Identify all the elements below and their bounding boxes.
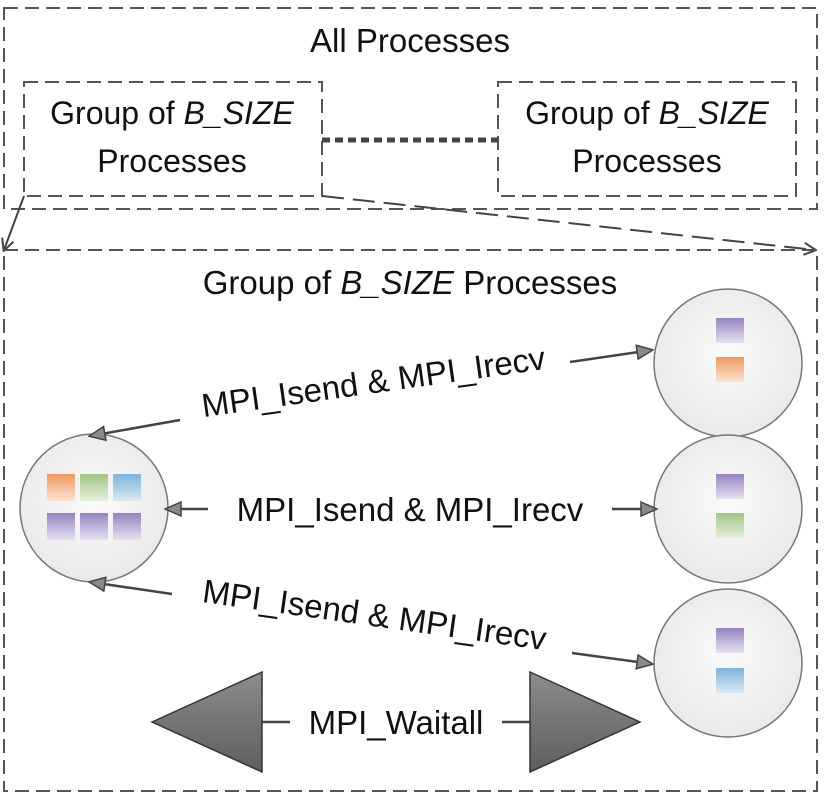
block-blue	[716, 668, 744, 693]
group-detail-box	[3, 249, 818, 792]
edge-label-3: MPI_Isend & MPI_Irecv	[200, 572, 549, 657]
group-box-left	[23, 81, 323, 197]
zoom-line-right	[321, 195, 815, 250]
edge-root-worker-1: MPI_Isend & MPI_Irecv	[90, 339, 652, 436]
waitall-right-triangle	[529, 670, 642, 774]
block-purple	[716, 628, 744, 653]
block-green	[80, 474, 108, 501]
edge-root-worker-3: MPI_Isend & MPI_Irecv	[90, 572, 652, 664]
block-purple	[80, 513, 108, 540]
block-purple	[47, 513, 75, 540]
block-purple	[716, 318, 744, 343]
edge-root-worker-2: MPI_Isend & MPI_Irecv	[166, 491, 656, 528]
zoom-line-left	[4, 195, 25, 250]
group-left-line2: Processes	[97, 143, 246, 179]
block-purple	[716, 474, 744, 499]
root-process-node	[19, 433, 169, 583]
all-processes-title: All Processes	[310, 22, 510, 59]
group-right-line1: Group of B_SIZE	[525, 95, 769, 131]
waitall-indicator: MPI_Waitall	[150, 670, 642, 774]
worker-process-node-3	[653, 588, 803, 738]
group-left-line1: Group of B_SIZE	[50, 95, 294, 131]
block-purple	[113, 513, 141, 540]
waitall-left-triangle	[150, 670, 263, 774]
edge-label-1: MPI_Isend & MPI_Irecv	[199, 339, 548, 424]
block-blue	[113, 474, 141, 501]
block-orange	[47, 474, 75, 501]
group-right-line2: Processes	[572, 143, 721, 179]
worker-process-node-2	[653, 434, 803, 584]
edge-label-2: MPI_Isend & MPI_Irecv	[237, 491, 584, 528]
worker-process-node-1	[653, 288, 803, 438]
all-processes-box	[3, 7, 818, 210]
group-detail-title: Group of B_SIZE Processes	[203, 264, 618, 301]
waitall-label: MPI_Waitall	[309, 704, 484, 741]
block-orange	[716, 357, 744, 382]
block-green	[716, 513, 744, 538]
